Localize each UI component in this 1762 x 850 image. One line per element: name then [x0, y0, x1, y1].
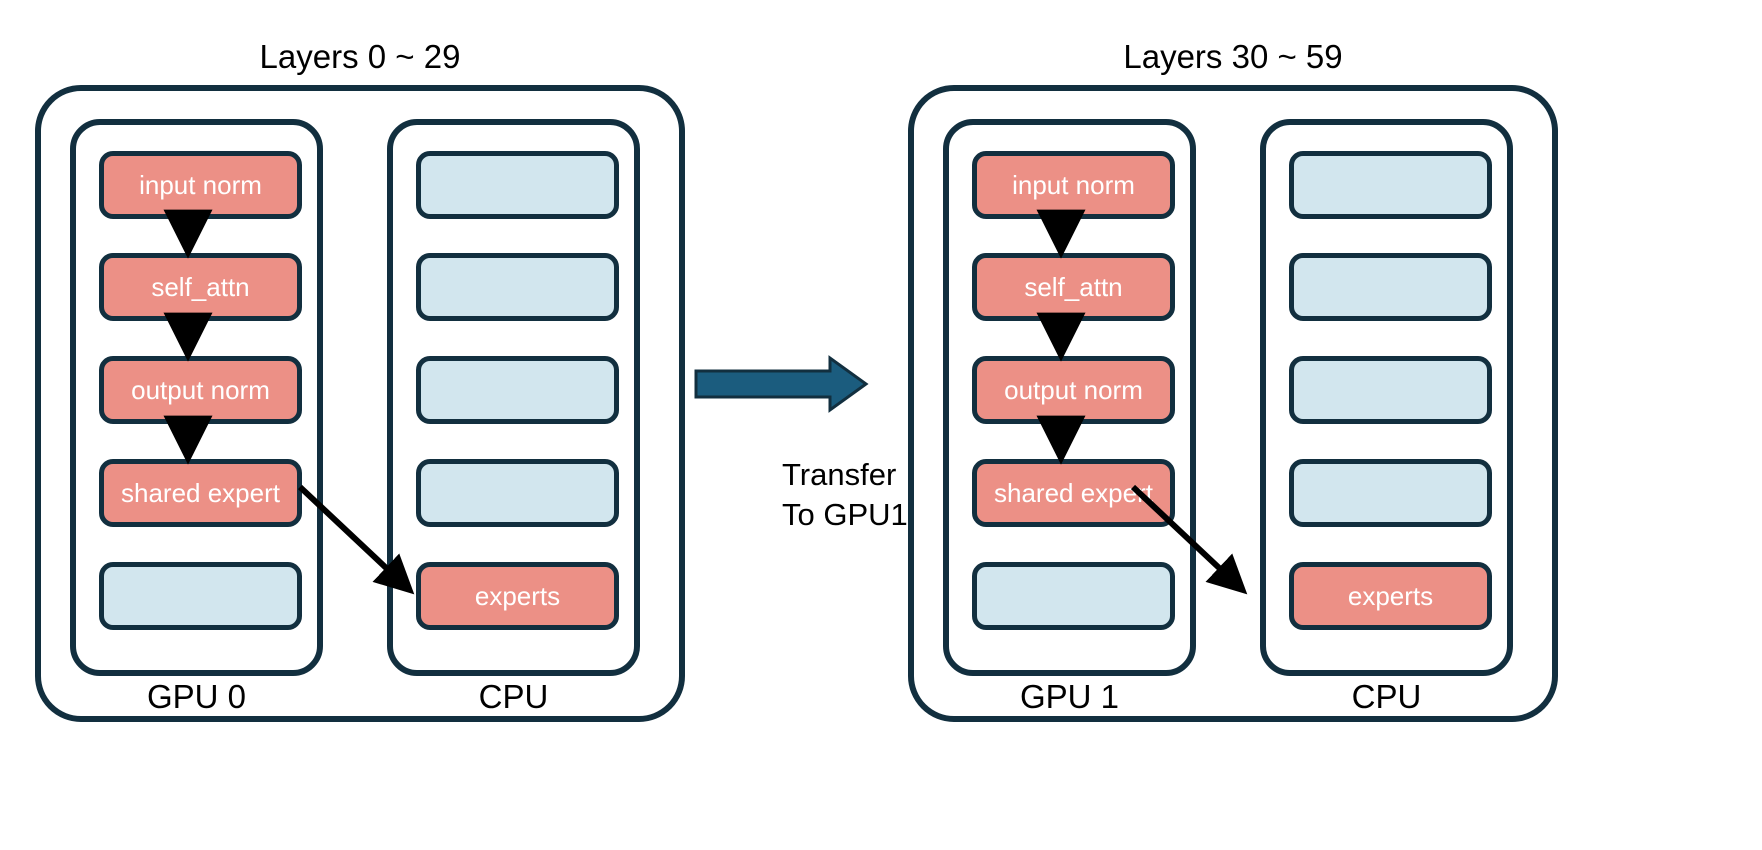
- block-cpu2-idle-3[interactable]: [1289, 356, 1492, 424]
- panel-title-right: Layers 30 ~ 59: [1123, 38, 1343, 75]
- device-group-right: input norm self_attn output norm shared …: [908, 85, 1558, 722]
- gpu-column-right: input norm self_attn output norm shared …: [943, 119, 1196, 676]
- block-input-norm[interactable]: input norm: [99, 151, 302, 219]
- device-group-left: input norm self_attn output norm shared …: [35, 85, 685, 722]
- block-cpu2-idle-4[interactable]: [1289, 459, 1492, 527]
- block-cpu2-idle-1[interactable]: [1289, 151, 1492, 219]
- block-cpu2-idle-2[interactable]: [1289, 253, 1492, 321]
- block-experts[interactable]: experts: [416, 562, 619, 630]
- cpu-label-right: CPU: [1351, 678, 1422, 715]
- block-self-attn-2[interactable]: self_attn: [972, 253, 1175, 321]
- panel-title-left: Layers 0 ~ 29: [259, 38, 461, 75]
- transfer-label-line2: To GPU1: [782, 497, 908, 532]
- block-cpu-idle-4[interactable]: [416, 459, 619, 527]
- cpu-column-right: experts: [1260, 119, 1513, 676]
- cpu-column-left: experts: [387, 119, 640, 676]
- gpu-column-left: input norm self_attn output norm shared …: [70, 119, 323, 676]
- block-shared-expert[interactable]: shared expert: [99, 459, 302, 527]
- block-experts-2[interactable]: experts: [1289, 562, 1492, 630]
- block-gpu-idle-2[interactable]: [972, 562, 1175, 630]
- block-shared-expert-2[interactable]: shared expert: [972, 459, 1175, 527]
- cpu-label-left: CPU: [478, 678, 549, 715]
- block-output-norm-2[interactable]: output norm: [972, 356, 1175, 424]
- transfer-arrow: [694, 355, 869, 413]
- block-self-attn[interactable]: self_attn: [99, 253, 302, 321]
- block-cpu-idle-2[interactable]: [416, 253, 619, 321]
- gpu-label-left: GPU 0: [146, 678, 247, 715]
- block-cpu-idle-1[interactable]: [416, 151, 619, 219]
- transfer-label-line1: Transfer: [782, 457, 897, 492]
- gpu-label-right: GPU 1: [1019, 678, 1120, 715]
- block-output-norm[interactable]: output norm: [99, 356, 302, 424]
- block-input-norm-2[interactable]: input norm: [972, 151, 1175, 219]
- block-gpu-idle[interactable]: [99, 562, 302, 630]
- transfer-label: Transfer To GPU1: [782, 455, 908, 535]
- block-cpu-idle-3[interactable]: [416, 356, 619, 424]
